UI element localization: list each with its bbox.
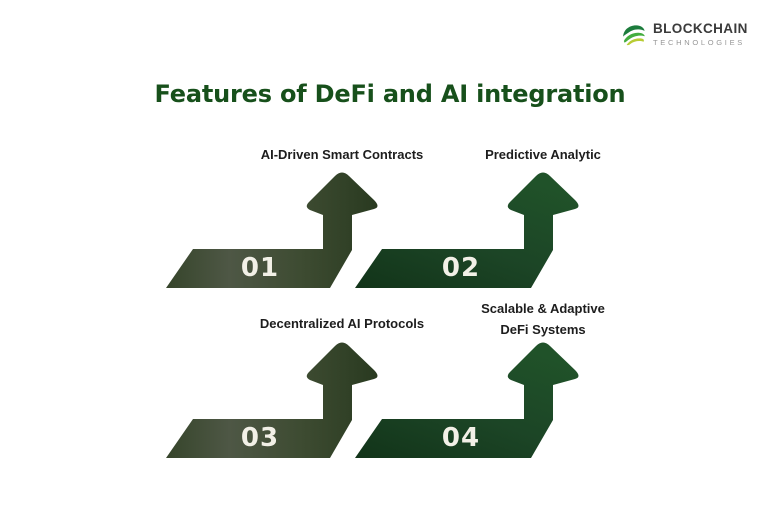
arrow-shape-03 (166, 342, 378, 458)
logo-brand-name: BLOCKCHAIN (653, 21, 748, 36)
arrow-number-02: 02 (441, 253, 481, 283)
arrow-label-03: Decentralized AI Protocols (259, 316, 425, 331)
brand-logo: BLOCKCHAIN TECHNOLOGIES (621, 22, 748, 48)
arrow-label-04-line-1: Scalable & Adaptive (481, 301, 605, 316)
arrow-number-03: 03 (240, 423, 280, 453)
arrow-shape-02 (355, 172, 579, 288)
logo-brand-subtitle: TECHNOLOGIES (653, 38, 745, 47)
arrow-label-04: Scalable & Adaptive DeFi Systems (393, 298, 693, 340)
arrow-label-01: AI-Driven Smart Contracts (260, 147, 424, 162)
arrow-label-04-line-2: DeFi Systems (500, 322, 586, 337)
arrow-shape-04 (355, 342, 579, 458)
arrow-number-04: 04 (441, 423, 481, 453)
arrow-number-01: 01 (240, 253, 280, 283)
arrow-shape-01 (166, 172, 378, 288)
logo-text-block: BLOCKCHAIN TECHNOLOGIES (653, 22, 748, 48)
swirl-globe-icon (623, 25, 645, 46)
page-title: Features of DeFi and AI integration (154, 80, 626, 108)
arrow-label-02: Predictive Analytic (485, 147, 601, 162)
